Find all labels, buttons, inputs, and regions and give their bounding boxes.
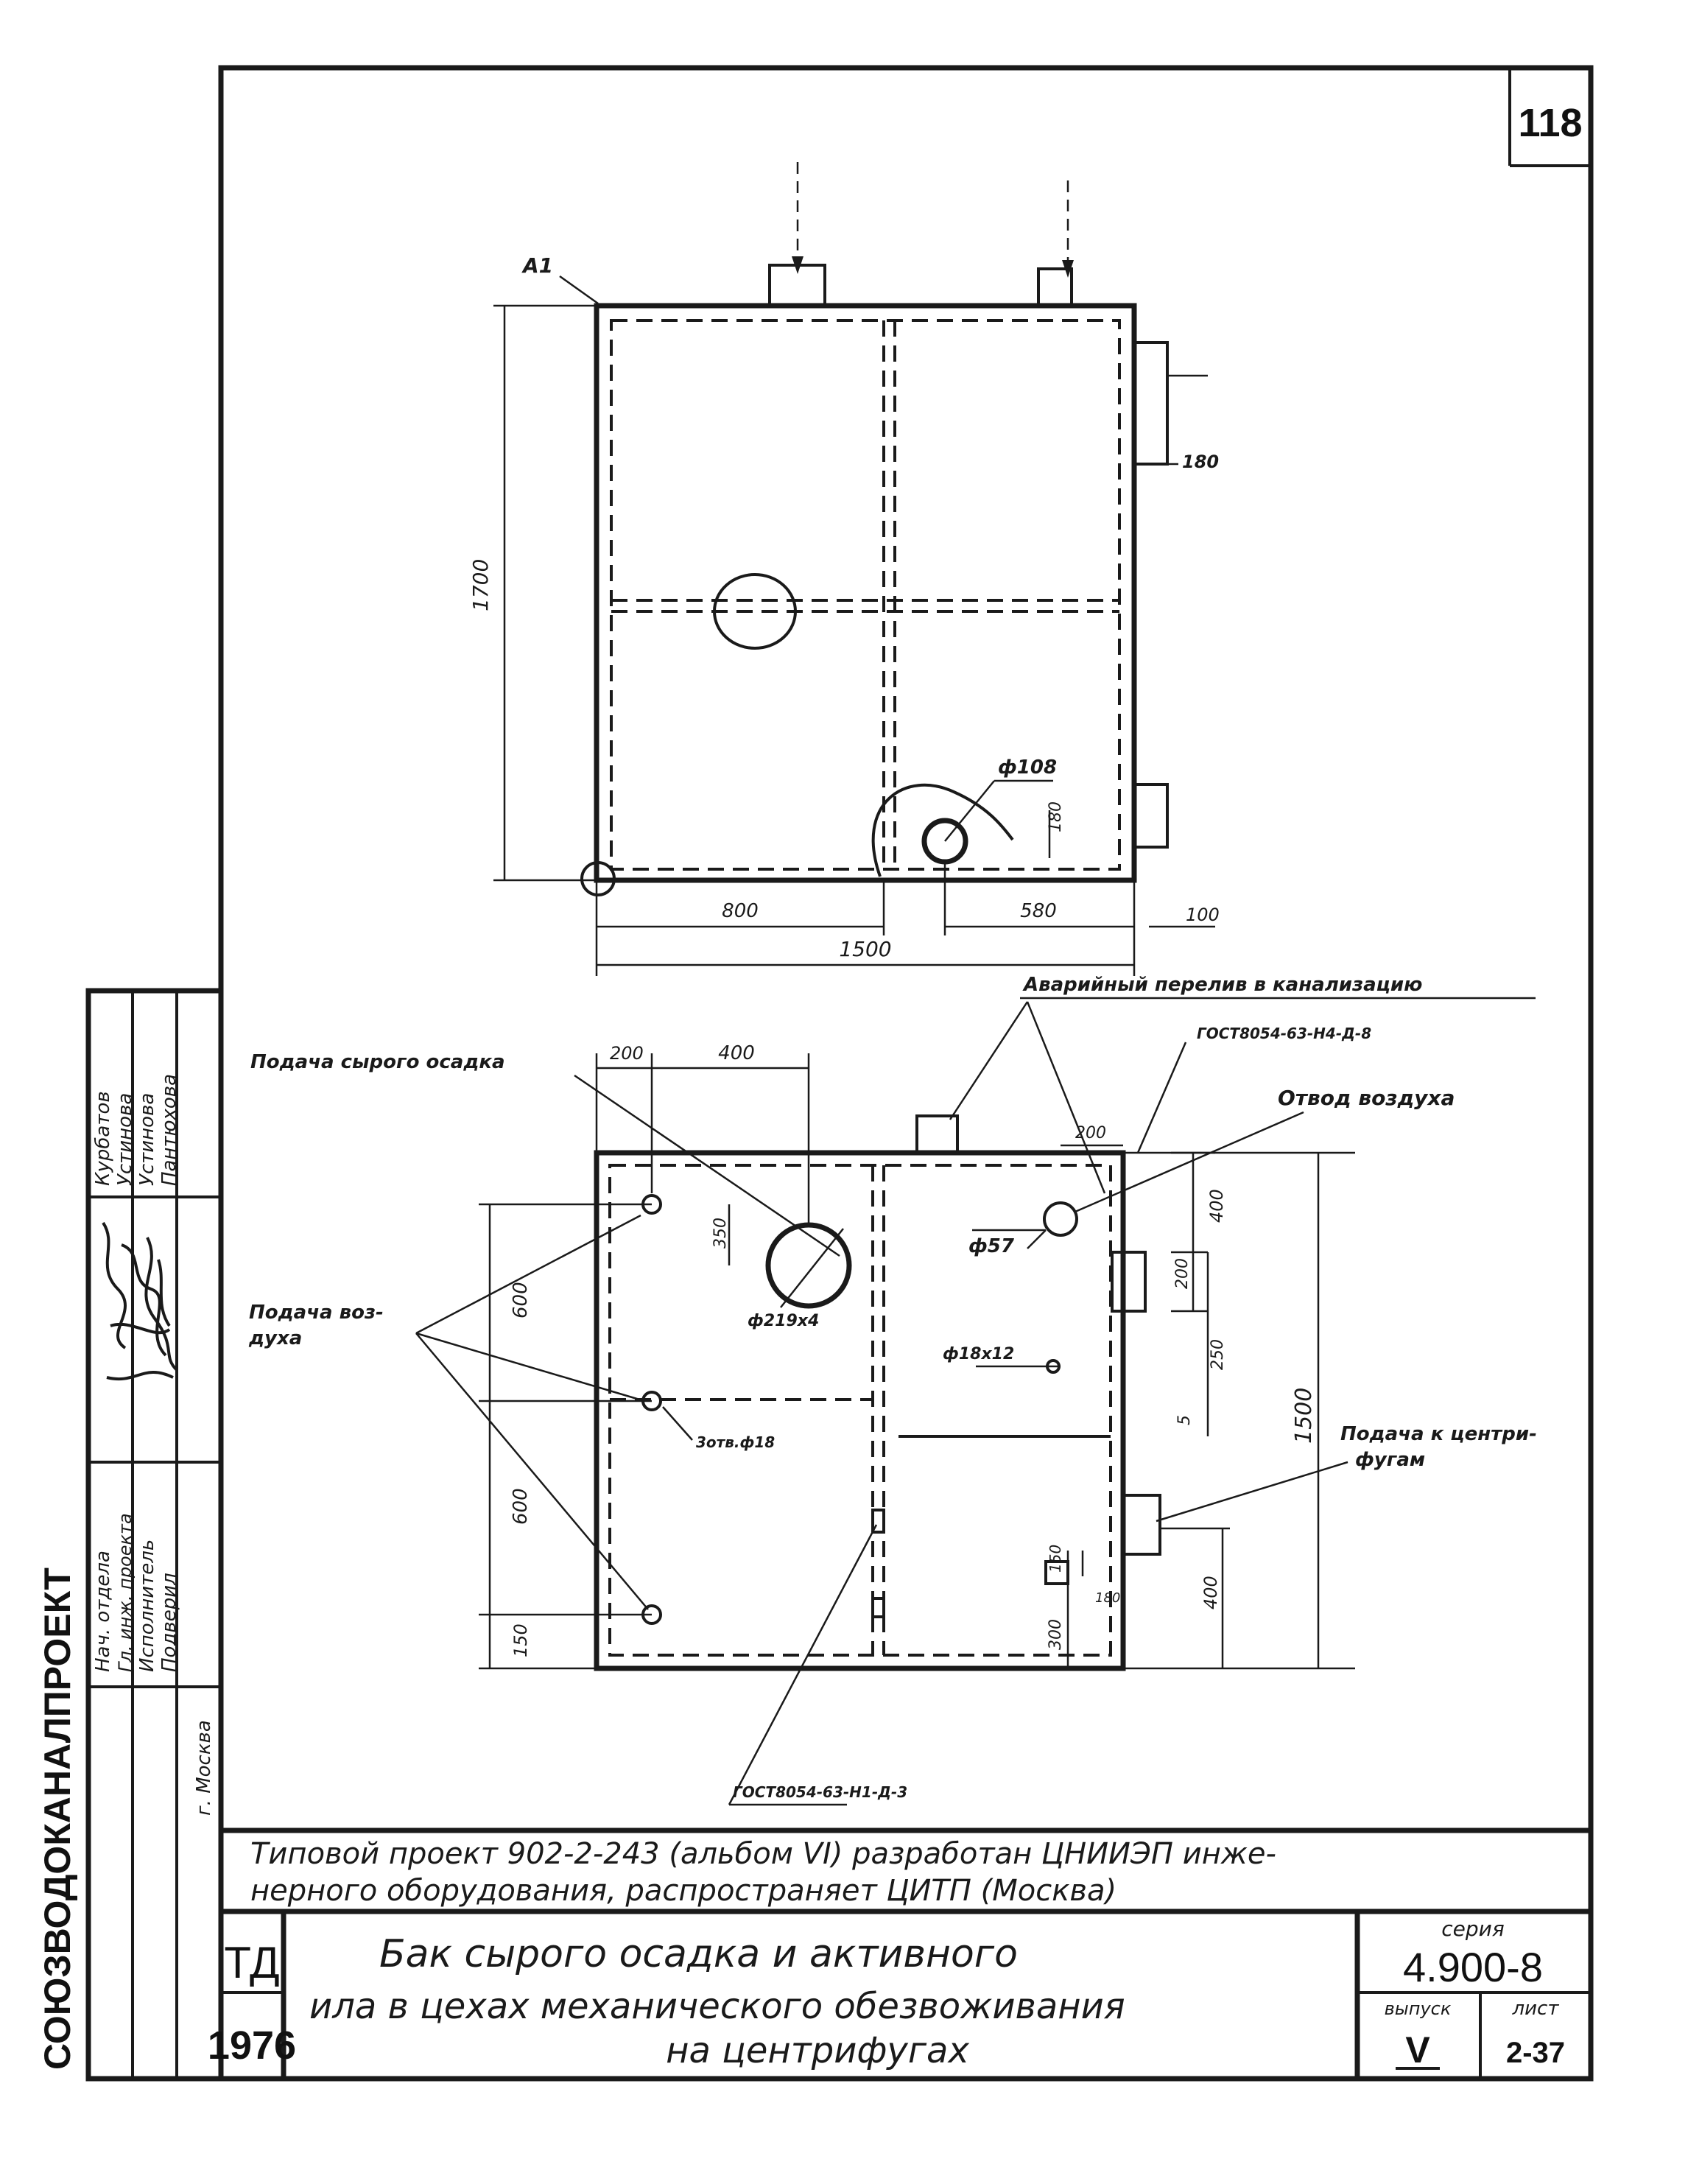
plan-big-hole-dim: ф219х4 <box>748 1312 819 1330</box>
top-right-margin-dim: 100 <box>1186 905 1220 925</box>
centrifuge-feed-label-line2: фугам <box>1355 1449 1425 1471</box>
plan-vent-hole-dim: ф57 <box>968 1235 1015 1257</box>
info-line-2: нерного оборудования, распространяет ЦИТ… <box>250 1874 1116 1908</box>
signatures-scribble <box>102 1221 178 1381</box>
sidebar-org: СОЮЗВОДОКАНАЛПРОЕКТ <box>37 1567 78 2070</box>
nozzle-a1-label: А1 <box>521 253 553 278</box>
issue-label: выпуск <box>1385 1998 1452 2019</box>
plan-right-200-dim: 200 <box>1173 1258 1192 1289</box>
holes-label: 3отв.ф18 <box>696 1433 775 1451</box>
sidebar-city: г. Москва <box>193 1720 215 1816</box>
title-line-3: на центрифугах <box>666 2030 969 2071</box>
plan-top-left-dim: 200 <box>610 1043 644 1064</box>
plan-small-hole-dim: ф18х12 <box>943 1345 1014 1363</box>
raw-sediment-feed-label: Подача сырого осадка <box>250 1051 505 1073</box>
plan-right-250-dim: 250 <box>1209 1339 1227 1370</box>
plan-upper-600-dim: 600 <box>510 1282 532 1319</box>
plan-bottom-150-dim: 150 <box>510 1623 531 1657</box>
signature-sidebar: Нач. отдела Гл. инж. проекта Исполнитель… <box>37 988 224 2082</box>
sheet-value: 2-37 <box>1506 2037 1565 2069</box>
plan-pipe-300-dim: 300 <box>1047 1619 1065 1650</box>
sidebar-name-0: Курбатов <box>92 1091 114 1186</box>
hole-offset-dim: 180 <box>1047 801 1065 832</box>
plan-inner-350-dim: 350 <box>711 1218 730 1249</box>
plan-pipe-150-dim: 150 <box>1047 1545 1064 1573</box>
top-overall-width-dim: 1500 <box>839 937 891 961</box>
air-vent-label: Отвод воздуха <box>1278 1086 1455 1110</box>
plan-lower-600-dim: 600 <box>510 1488 532 1525</box>
title-line-2: ила в цехах механического обезвоживания <box>309 1986 1125 2027</box>
series-label: серия <box>1441 1917 1504 1941</box>
plan-right-400-bottom-dim: 400 <box>1200 1576 1221 1609</box>
sheet-number: 118 <box>1518 101 1582 145</box>
top-view-drawing: А1 ф108 180 1700 180 800 580 100 1500 <box>468 162 1220 976</box>
sidebar-name-2: Устинова <box>136 1093 158 1186</box>
info-line-1: Типовой проект 902-2-243 (альбом VI) раз… <box>250 1837 1276 1871</box>
gost-top-label: ГОСТ8054-63-Н4-Д-8 <box>1197 1025 1371 1042</box>
plan-top-span-dim: 400 <box>718 1042 755 1064</box>
plan-pipe-180-dim: 180 <box>1095 1590 1120 1606</box>
top-left-width-dim: 800 <box>722 900 759 922</box>
year-label: 1976 <box>208 2023 296 2068</box>
sheet-label: лист <box>1512 1998 1560 2020</box>
plan-overall-height-dim: 1500 <box>1291 1388 1317 1444</box>
issue-value: V <box>1405 2029 1430 2071</box>
centrifuge-feed-label-line1: Подача к центри- <box>1340 1423 1537 1445</box>
sidebar-role-0: Нач. отдела <box>92 1551 114 1672</box>
top-right-pipe-dim: 180 <box>1182 452 1219 472</box>
plan-gap-5-dim: 5 <box>1175 1415 1194 1425</box>
sidebar-role-2: Исполнитель <box>136 1539 158 1672</box>
hole-diameter-label: ф108 <box>998 756 1057 779</box>
series-value: 4.900-8 <box>1403 1944 1543 1990</box>
title-line-1: Бак сырого осадка и активного <box>379 1932 1018 1976</box>
plan-vent-top-dim: 200 <box>1075 1124 1106 1142</box>
plan-view-drawing: Подача сырого осадка Аварийный перелив в… <box>248 974 1537 1806</box>
emergency-overflow-label: Аварийный перелив в канализацию <box>1022 974 1422 996</box>
sheet-frame: 118 <box>218 65 1594 2082</box>
sidebar-role-1: Гл. инж. проекта <box>115 1513 136 1672</box>
sidebar-name-1: Устинова <box>114 1093 136 1186</box>
plan-right-400-top-dim: 400 <box>1206 1189 1227 1223</box>
sidebar-name-3: Пантюхова <box>158 1074 180 1186</box>
sidebar-role-3: Подверил <box>158 1573 180 1672</box>
top-right-width-dim: 580 <box>1020 900 1057 922</box>
air-feed-label-line2: духа <box>248 1327 302 1349</box>
title-block: Типовой проект 902-2-243 (альбом VI) раз… <box>208 1827 1591 2079</box>
air-feed-label-line1: Подача воз- <box>249 1302 384 1324</box>
td-label: ТД <box>224 1938 279 1987</box>
top-height-dim: 1700 <box>468 559 493 611</box>
gost-bottom-label: ГОСТ8054-63-Н1-Д-3 <box>733 1783 907 1801</box>
